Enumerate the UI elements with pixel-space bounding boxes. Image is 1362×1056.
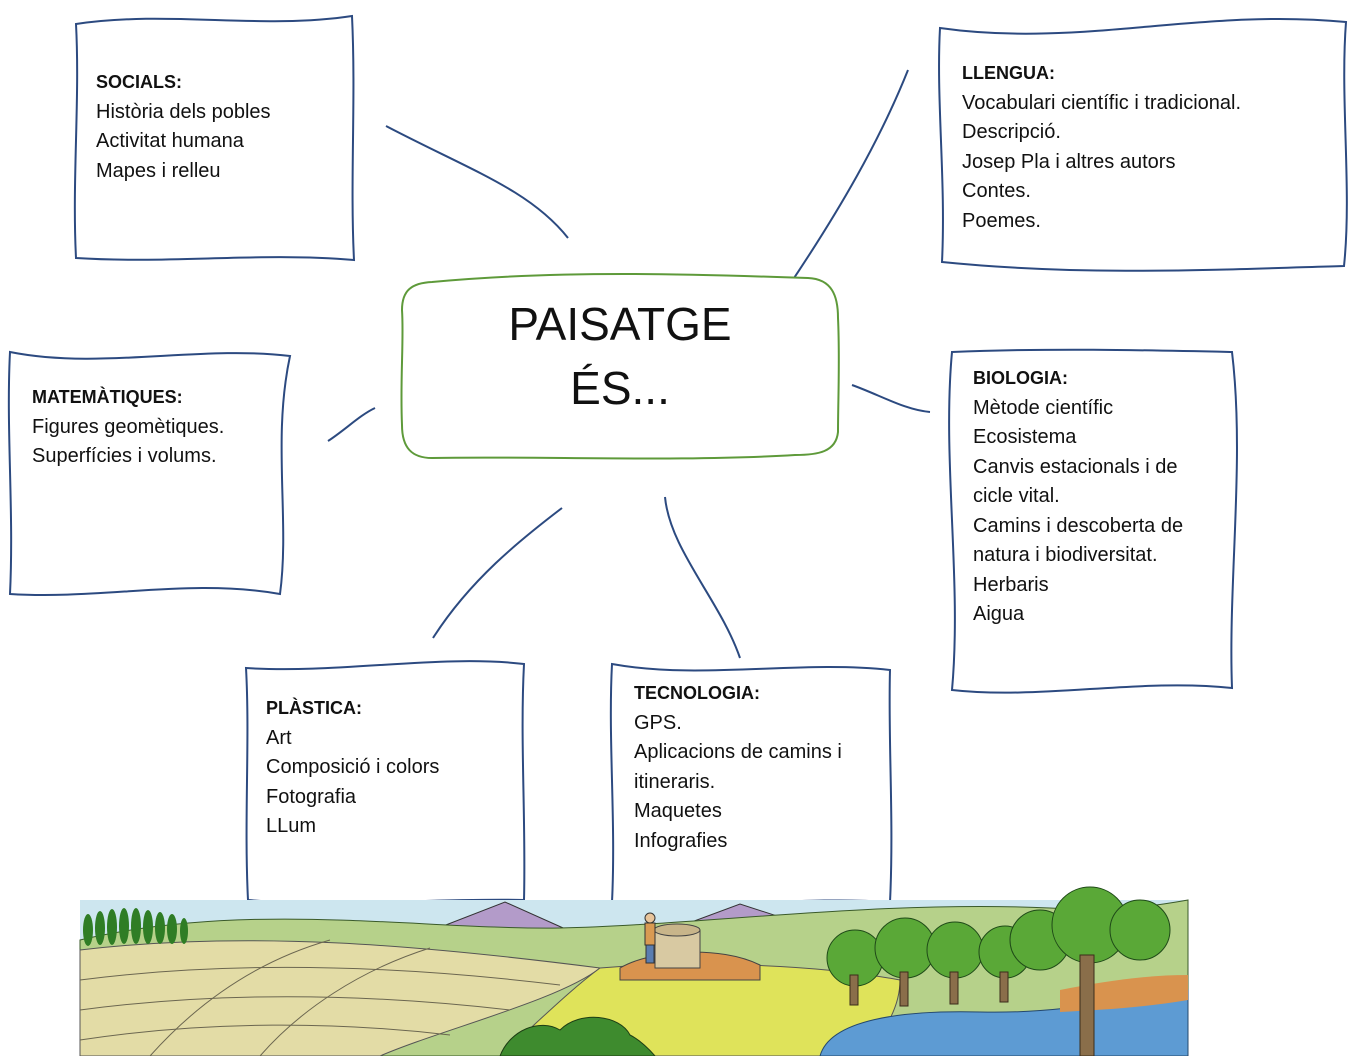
center-shape bbox=[400, 273, 840, 460]
llengua-item: Contes. bbox=[962, 180, 1031, 202]
biologia-title: BIOLOGIA: bbox=[973, 368, 1068, 388]
biologia-item: natura i biodiversitat. bbox=[973, 544, 1158, 566]
dark-bushes bbox=[499, 1016, 656, 1056]
socials-item: Història dels pobles bbox=[96, 100, 271, 123]
center-title: PAISATGE ÉS... bbox=[400, 292, 840, 420]
plastica-box: PLÀSTICA: Art Composició i colors Fotogr… bbox=[266, 694, 439, 842]
tree-trunks bbox=[849, 954, 1095, 1056]
llengua-title: LLENGUA: bbox=[962, 63, 1055, 83]
biologia-item: cicle vital. bbox=[973, 485, 1060, 507]
biologia-item: Ecosistema bbox=[973, 426, 1077, 448]
connector-plastica bbox=[432, 507, 563, 639]
connectors bbox=[327, 69, 931, 659]
plastica-item: Fotografia bbox=[266, 785, 357, 808]
llengua-item: Poemes. bbox=[962, 209, 1041, 232]
biologia-frame bbox=[948, 348, 1238, 694]
center-title-line1: PAISATGE bbox=[508, 298, 732, 350]
center-title-line2: ÉS... bbox=[570, 362, 670, 414]
socials-frame bbox=[73, 14, 356, 262]
llengua-frame bbox=[938, 17, 1348, 272]
tecnologia-item: GPS. bbox=[634, 711, 682, 734]
tecnologia-item: Maquetes bbox=[634, 800, 722, 822]
connector-matematiques bbox=[327, 407, 376, 442]
llengua-item: Vocabulari científic i tradicional. bbox=[962, 91, 1242, 114]
tecnologia-title: TECNOLOGIA: bbox=[634, 683, 760, 703]
plastica-item: Composició i colors bbox=[266, 756, 440, 778]
llengua-box: LLENGUA: Vocabulari científic i tradicio… bbox=[962, 59, 1241, 236]
matematiques-title: MATEMÀTIQUES: bbox=[32, 387, 183, 407]
connector-tecnologia bbox=[664, 496, 741, 659]
cypress-row bbox=[83, 908, 188, 946]
matematiques-frame bbox=[7, 350, 292, 597]
connector-llengua bbox=[785, 69, 909, 291]
plastica-item: LLum bbox=[266, 815, 317, 837]
tecnologia-item: Infografies bbox=[634, 829, 728, 852]
biologia-box: BIOLOGIA: Mètode científic Ecosistema Ca… bbox=[973, 364, 1183, 630]
connector-biologia bbox=[851, 384, 931, 413]
matematiques-box: MATEMÀTIQUES: Figures geomètiques. Super… bbox=[32, 383, 224, 472]
tecnologia-item: Aplicacions de camins i bbox=[634, 741, 842, 763]
matematiques-item: Superfícies i volums. bbox=[32, 445, 217, 467]
tree-grove bbox=[826, 886, 1171, 987]
socials-item: Activitat humana bbox=[96, 130, 244, 152]
biologia-item: Canvis estacionals i de bbox=[973, 455, 1178, 478]
landscape-illustration bbox=[79, 886, 1189, 1056]
matematiques-item: Figures geomètiques. bbox=[32, 415, 225, 438]
field-furrows bbox=[79, 939, 561, 1056]
tecnologia-box: TECNOLOGIA: GPS. Aplicacions de camins i… bbox=[634, 679, 842, 856]
biologia-item: Camins i descoberta de bbox=[973, 514, 1184, 537]
box-frames bbox=[7, 14, 1348, 906]
llengua-item: Descripció. bbox=[962, 121, 1061, 143]
biologia-item: Herbaris bbox=[973, 573, 1049, 596]
socials-box: SOCIALS: Història dels pobles Activitat … bbox=[96, 68, 271, 186]
plastica-title: PLÀSTICA: bbox=[266, 698, 362, 718]
socials-item: Mapes i relleu bbox=[96, 159, 221, 182]
biologia-item: Aigua bbox=[973, 603, 1025, 625]
socials-title: SOCIALS: bbox=[96, 72, 183, 92]
tecnologia-item: itineraris. bbox=[634, 770, 716, 793]
biologia-item: Mètode científic bbox=[973, 396, 1114, 419]
lookout-tower bbox=[653, 923, 701, 969]
llengua-item: Josep Pla i altres autors bbox=[962, 150, 1176, 173]
connector-socials bbox=[385, 125, 569, 239]
person-with-binoculars bbox=[644, 912, 656, 964]
plastica-item: Art bbox=[266, 726, 292, 749]
